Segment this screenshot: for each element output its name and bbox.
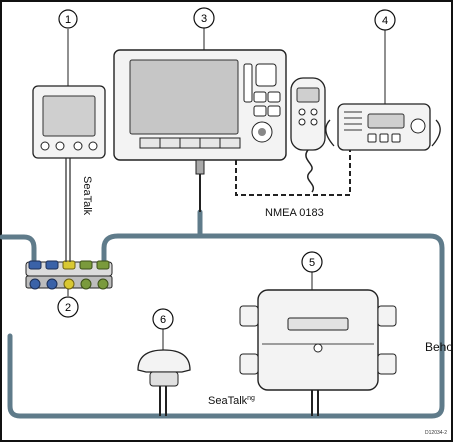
- connector-pin: [79, 260, 93, 290]
- nmea-label: NMEA 0183: [265, 207, 324, 219]
- seatalk-label: SeaTalk: [81, 176, 93, 216]
- vhf-handset: [290, 77, 326, 193]
- multifunction-display: [113, 49, 287, 212]
- gps-antenna: [137, 349, 191, 416]
- vhf-radio: [325, 103, 441, 151]
- svg-text:3: 3: [201, 13, 207, 25]
- seatalkng-label: SeaTalkng: [208, 395, 255, 407]
- svg-text:2: 2: [65, 302, 71, 314]
- callout-5: 5: [301, 251, 323, 273]
- connector-pin: [45, 260, 59, 290]
- callout-leaders: [67, 28, 386, 350]
- nmea-cable: [235, 150, 351, 196]
- callout-1: 1: [58, 9, 78, 29]
- connector-pin: [96, 260, 110, 290]
- callout-3: 3: [193, 7, 215, 29]
- svg-text:6: 6: [160, 314, 166, 326]
- connector-pin: [62, 260, 76, 290]
- connector-pin: [28, 260, 42, 290]
- svg-text:5: 5: [309, 257, 315, 269]
- callout-2: 2: [57, 296, 79, 318]
- callout-4: 4: [374, 9, 396, 31]
- callout-6: 6: [152, 308, 174, 330]
- instrument-display: [32, 85, 106, 159]
- connector-block: [25, 260, 113, 290]
- seatalk-cable: [65, 158, 71, 262]
- svg-text:4: 4: [382, 15, 388, 27]
- side-text: Beho: [425, 340, 453, 354]
- svg-text:1: 1: [65, 14, 71, 26]
- instrument-converter: [239, 289, 397, 416]
- figure-code: D12034-2: [425, 430, 447, 436]
- seatalkng-backbone: [0, 209, 445, 419]
